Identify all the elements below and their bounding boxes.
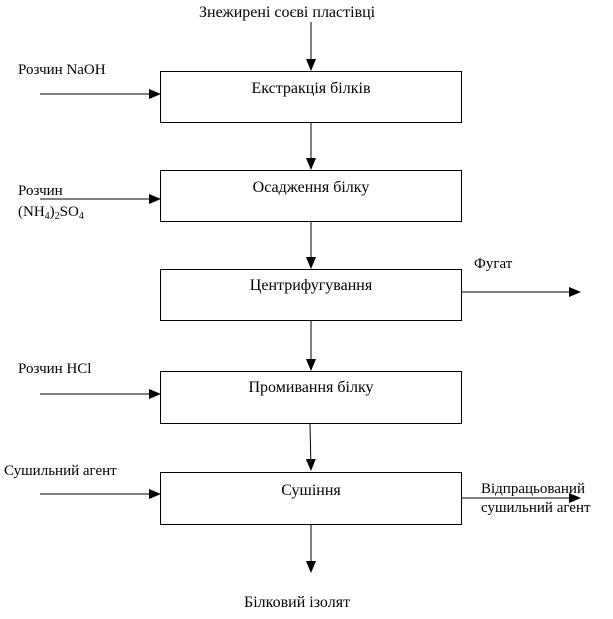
ammonium-formula: (NH4)2SO4 bbox=[18, 204, 84, 222]
ammonium-label-line1: Розчин bbox=[18, 183, 63, 199]
hcl-label: Розчин HCl bbox=[18, 361, 92, 377]
ammonium-formula-nh: (NH bbox=[18, 204, 45, 220]
spent-agent-label-line2: сушильний агент bbox=[481, 500, 591, 516]
step-precipitation-label: Осадження білку bbox=[252, 179, 370, 196]
step-centrifugation-label: Центрифугування bbox=[249, 277, 373, 294]
step-washing-label: Промивання білку bbox=[248, 379, 374, 396]
step-washing: Промивання білку bbox=[160, 371, 462, 424]
arrow-washing-to-drying bbox=[305, 423, 316, 471]
step-extraction: Екстракція білків bbox=[160, 71, 462, 123]
naoh-label: Розчин NaOH bbox=[18, 62, 106, 78]
ammonium-formula-sub2: 2 bbox=[54, 211, 60, 222]
ammonium-formula-paren: ) bbox=[49, 204, 55, 220]
step-precipitation: Осадження білку bbox=[160, 170, 462, 222]
output-label: Білковий ізолят bbox=[244, 594, 351, 611]
step-extraction-label: Екстракція білків bbox=[251, 80, 371, 97]
ammonium-formula-sub4a: 4 bbox=[44, 211, 50, 222]
step-centrifugation: Центрифугування bbox=[160, 269, 462, 321]
ammonium-formula-sub4b: 4 bbox=[78, 211, 84, 222]
spent-agent-label-line1: Відпрацьований bbox=[481, 481, 585, 497]
fugate-label: Фугат bbox=[474, 256, 513, 272]
input-label: Знежирені соєві пластівці bbox=[199, 4, 376, 21]
ammonium-formula-so: SO bbox=[59, 204, 79, 220]
step-drying-label: Сушіння bbox=[281, 482, 341, 499]
drying-agent-label: Сушильний агент bbox=[4, 463, 117, 479]
step-drying: Сушіння bbox=[160, 472, 462, 525]
